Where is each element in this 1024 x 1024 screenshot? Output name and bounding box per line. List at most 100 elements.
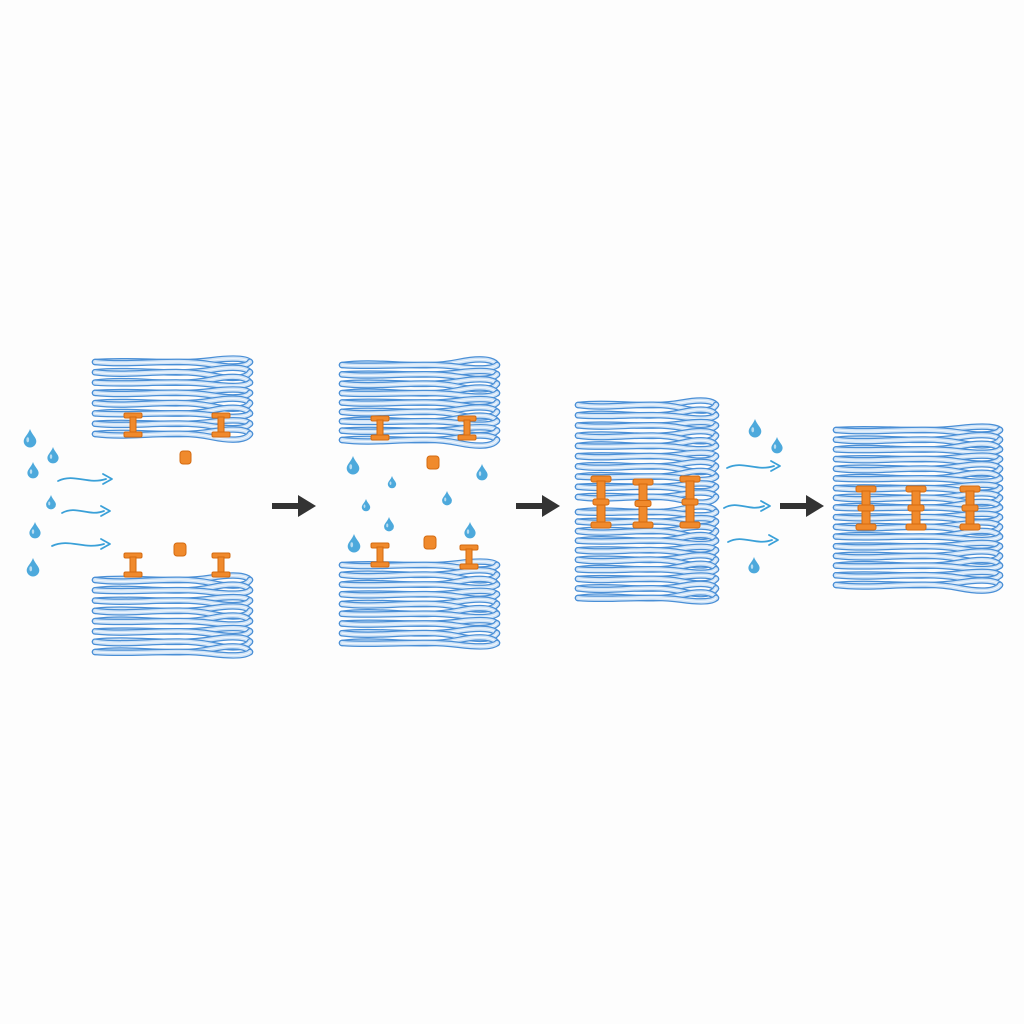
free-linker-fragment-icon (173, 542, 187, 557)
fiber-strand-highlight (341, 642, 498, 647)
crosslinker-i-beam-icon (370, 415, 390, 441)
fiber-strand-highlight (341, 593, 498, 600)
water-drop-icon (47, 447, 59, 464)
fiber-strand-highlight (94, 651, 251, 656)
fiber-strand-highlight (341, 411, 498, 418)
water-drop-icon (384, 517, 394, 532)
fiber-strand-highlight (94, 579, 251, 587)
stage-1-water-drops (23, 429, 59, 577)
flow-arrow-icon (57, 473, 113, 485)
fiber-strand-highlight (835, 429, 1001, 435)
crosslinker-bridge-icon (679, 475, 701, 529)
crosslinker-i-beam-icon (211, 412, 231, 438)
water-drop-icon (346, 456, 360, 475)
fiber-strand-highlight (94, 402, 251, 410)
fiber-strand-highlight (341, 603, 498, 611)
stage-1-inflow-arrows (51, 473, 113, 550)
fiber-strand-highlight (835, 535, 1001, 541)
flow-arrow-icon (726, 460, 781, 472)
fiber-strand-highlight (577, 455, 717, 462)
fiber-strand-highlight (577, 434, 717, 442)
water-drop-icon (361, 499, 371, 512)
fiber-strand-highlight (341, 392, 498, 397)
fiber-strand-highlight (341, 439, 498, 447)
water-drop-icon (23, 429, 37, 448)
water-drop-icon (771, 437, 783, 454)
fiber-strand-highlight (577, 559, 717, 566)
crosslinker-i-beam-icon (370, 542, 390, 568)
stage-2-linkers (370, 415, 479, 570)
flow-arrow-icon (51, 538, 111, 550)
fiber-strand-highlight (835, 564, 1001, 570)
fiber-strand-highlight (835, 545, 1001, 552)
water-drop-icon (27, 462, 39, 479)
fiber-strand-highlight (94, 589, 251, 595)
free-linker-fragment-icon (179, 450, 192, 465)
water-drop-icon (46, 495, 56, 510)
stage-3-crosslinked-wet (574, 397, 783, 605)
fiber-strand-highlight (94, 610, 251, 617)
fiber-strand-highlight (577, 587, 717, 595)
fiber-strand-highlight (94, 371, 251, 379)
crosslinker-i-beam-icon (123, 412, 143, 438)
crosslinker-bridge-icon (905, 485, 927, 531)
stage-3-water-drops (748, 419, 783, 574)
fiber-strand-highlight (94, 620, 251, 626)
fiber-strand-highlight (835, 477, 1001, 483)
right-arrow-icon (516, 495, 560, 517)
stage-4-crosslinked-dry (832, 423, 1004, 594)
fiber-strand-highlight (94, 392, 251, 398)
fiber-strand-highlight (341, 420, 498, 426)
fiber-strand-highlight (835, 438, 1001, 446)
stage-1-linkers (123, 412, 231, 578)
fiber-strand-highlight (835, 584, 1001, 592)
water-drop-icon (387, 476, 397, 489)
stage-1-top-fiber-layer (91, 355, 254, 443)
water-drop-icon (748, 557, 760, 574)
fiber-strand-highlight (341, 429, 498, 436)
fiber-strand-highlight (577, 540, 717, 545)
fiber-strand-highlight (577, 424, 717, 431)
fiber-strand-highlight (577, 568, 717, 574)
water-drop-icon (476, 464, 488, 481)
fiber-strand-highlight (94, 381, 251, 387)
water-drop-icon (464, 522, 476, 539)
stage-4-embedded-linkers (855, 485, 981, 531)
stage-1-separated-layers (23, 355, 254, 659)
fiber-strand-highlight (577, 597, 717, 602)
fiber-strand-highlight (835, 555, 1001, 563)
flow-arrow-icon (723, 500, 771, 512)
fiber-strand-highlight (341, 583, 498, 589)
stage-3-bridging-linkers (590, 475, 701, 529)
water-drop-icon (26, 558, 40, 577)
right-arrow-icon (780, 495, 824, 517)
free-linker-fragment-icon (423, 535, 437, 550)
fiber-strand-highlight (341, 401, 498, 408)
crosslinker-bridge-icon (632, 478, 654, 529)
fiber-strand-highlight (577, 530, 717, 538)
fiber-strand-highlight (341, 632, 498, 640)
fiber-strand-highlight (577, 404, 717, 412)
fiber-strand-highlight (835, 468, 1001, 475)
fiber-strand-highlight (577, 445, 717, 450)
crosslinker-bridge-icon (855, 485, 877, 531)
fiber-strand-highlight (577, 578, 717, 584)
fiber-strand-highlight (835, 458, 1001, 465)
fiber-strand-highlight (341, 622, 498, 629)
stage-3-outflow-arrows (723, 460, 781, 546)
fiber-strand-highlight (94, 599, 251, 606)
fiber-strand-highlight (94, 641, 251, 648)
crosslinker-i-beam-icon (123, 552, 143, 578)
crosslinker-i-beam-icon (211, 552, 231, 578)
fiber-strand-highlight (577, 465, 717, 473)
water-drop-icon (347, 534, 361, 553)
water-drop-icon (748, 419, 762, 438)
fiber-strand-highlight (835, 448, 1001, 454)
water-drop-icon (442, 491, 452, 506)
crosslinker-bridge-icon (959, 485, 981, 531)
fiber-strand-highlight (341, 383, 498, 390)
crosslinker-bridge-icon (590, 475, 612, 529)
water-drop-icon (29, 522, 41, 539)
flow-arrow-icon (727, 534, 779, 546)
right-arrow-icon (272, 495, 316, 517)
